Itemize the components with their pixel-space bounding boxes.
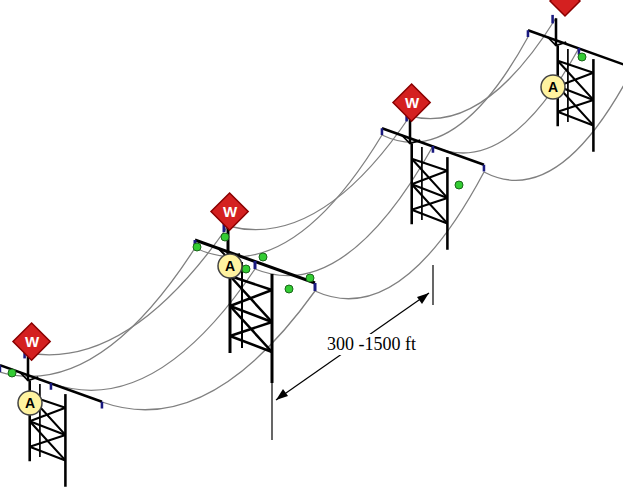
warning-diamond: W — [392, 83, 431, 122]
node-letter: A — [548, 80, 558, 94]
warning-diamond: W — [12, 322, 51, 361]
node-letter: W — [25, 334, 39, 349]
node-letter: W — [405, 95, 419, 110]
warning-diamond: W — [210, 192, 249, 231]
dimension-label: 300 -1500 ft — [324, 334, 419, 355]
marker-circle: A — [540, 74, 566, 100]
node-letter: A — [225, 259, 235, 273]
marker-circle: A — [17, 390, 43, 416]
node-letter: W — [223, 204, 237, 219]
marker-circle: A — [217, 253, 243, 279]
node-letter: A — [25, 396, 35, 410]
